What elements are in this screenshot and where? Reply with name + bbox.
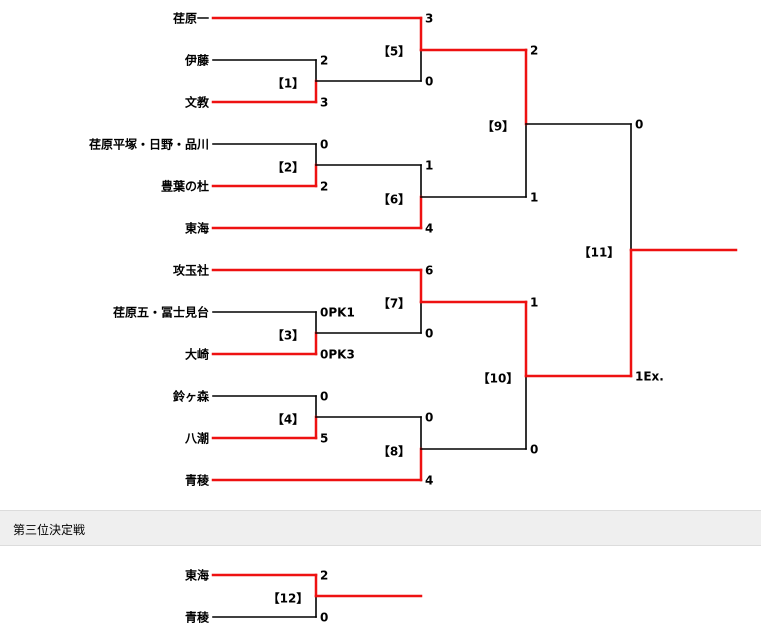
- team-name: 攻玉社: [173, 263, 209, 278]
- score-top: 0: [320, 138, 328, 152]
- score-top: 2: [320, 54, 328, 68]
- team-name: 東海: [185, 568, 209, 583]
- team-name: 東海: [185, 221, 209, 236]
- match-label: 【2】: [272, 160, 304, 175]
- score-bottom: 0PK3: [320, 348, 355, 362]
- match-label: 【5】: [378, 44, 410, 59]
- score-top: 2: [530, 44, 538, 58]
- score-bottom: 3: [320, 96, 328, 110]
- match-label: 【9】: [482, 119, 514, 134]
- score-bottom: 1: [530, 191, 538, 205]
- score-top: 0: [635, 118, 643, 132]
- match-label: 【11】: [579, 245, 620, 260]
- score-bottom: 1Ex.: [635, 370, 664, 384]
- score-top: 3: [425, 12, 433, 26]
- match-label: 【12】: [268, 591, 309, 606]
- score-bottom: 0: [320, 611, 328, 625]
- team-name: 鈴ヶ森: [173, 389, 210, 404]
- match-label: 【3】: [272, 328, 304, 343]
- team-name: 青稜: [185, 473, 210, 488]
- match-label: 【7】: [378, 296, 410, 311]
- match-label: 【6】: [378, 192, 410, 207]
- score-bottom: 0: [530, 443, 538, 457]
- score-bottom: 4: [425, 474, 433, 488]
- score-bottom: 0: [425, 327, 433, 341]
- score-top: 0: [320, 390, 328, 404]
- team-name: 八潮: [184, 431, 209, 446]
- score-bottom: 4: [425, 222, 433, 236]
- match-label: 【10】: [478, 371, 519, 386]
- team-name: 文教: [185, 95, 210, 110]
- team-name: 青稜: [185, 610, 210, 625]
- team-name: 荏原五・冨士見台: [113, 305, 209, 320]
- match-label: 【1】: [272, 76, 304, 91]
- score-top: 2: [320, 569, 328, 583]
- team-name: 伊藤: [184, 53, 210, 68]
- third-place-section-header: 第三位決定戦: [0, 510, 761, 546]
- score-bottom: 5: [320, 432, 328, 446]
- team-name: 荏原一: [173, 11, 209, 26]
- team-name: 荏原平塚・日野・品川: [89, 137, 209, 152]
- score-top: 1: [425, 159, 433, 173]
- score-bottom: 0: [425, 75, 433, 89]
- score-top: 1: [530, 296, 538, 310]
- score-bottom: 2: [320, 180, 328, 194]
- team-name: 大崎: [185, 347, 209, 362]
- match-label: 【8】: [378, 444, 410, 459]
- score-top: 0PK1: [320, 306, 355, 320]
- score-top: 0: [425, 411, 433, 425]
- score-top: 6: [425, 264, 433, 278]
- team-name: 豊葉の杜: [161, 179, 209, 194]
- match-label: 【4】: [272, 412, 304, 427]
- third-place-section-title: 第三位決定戦: [13, 523, 86, 537]
